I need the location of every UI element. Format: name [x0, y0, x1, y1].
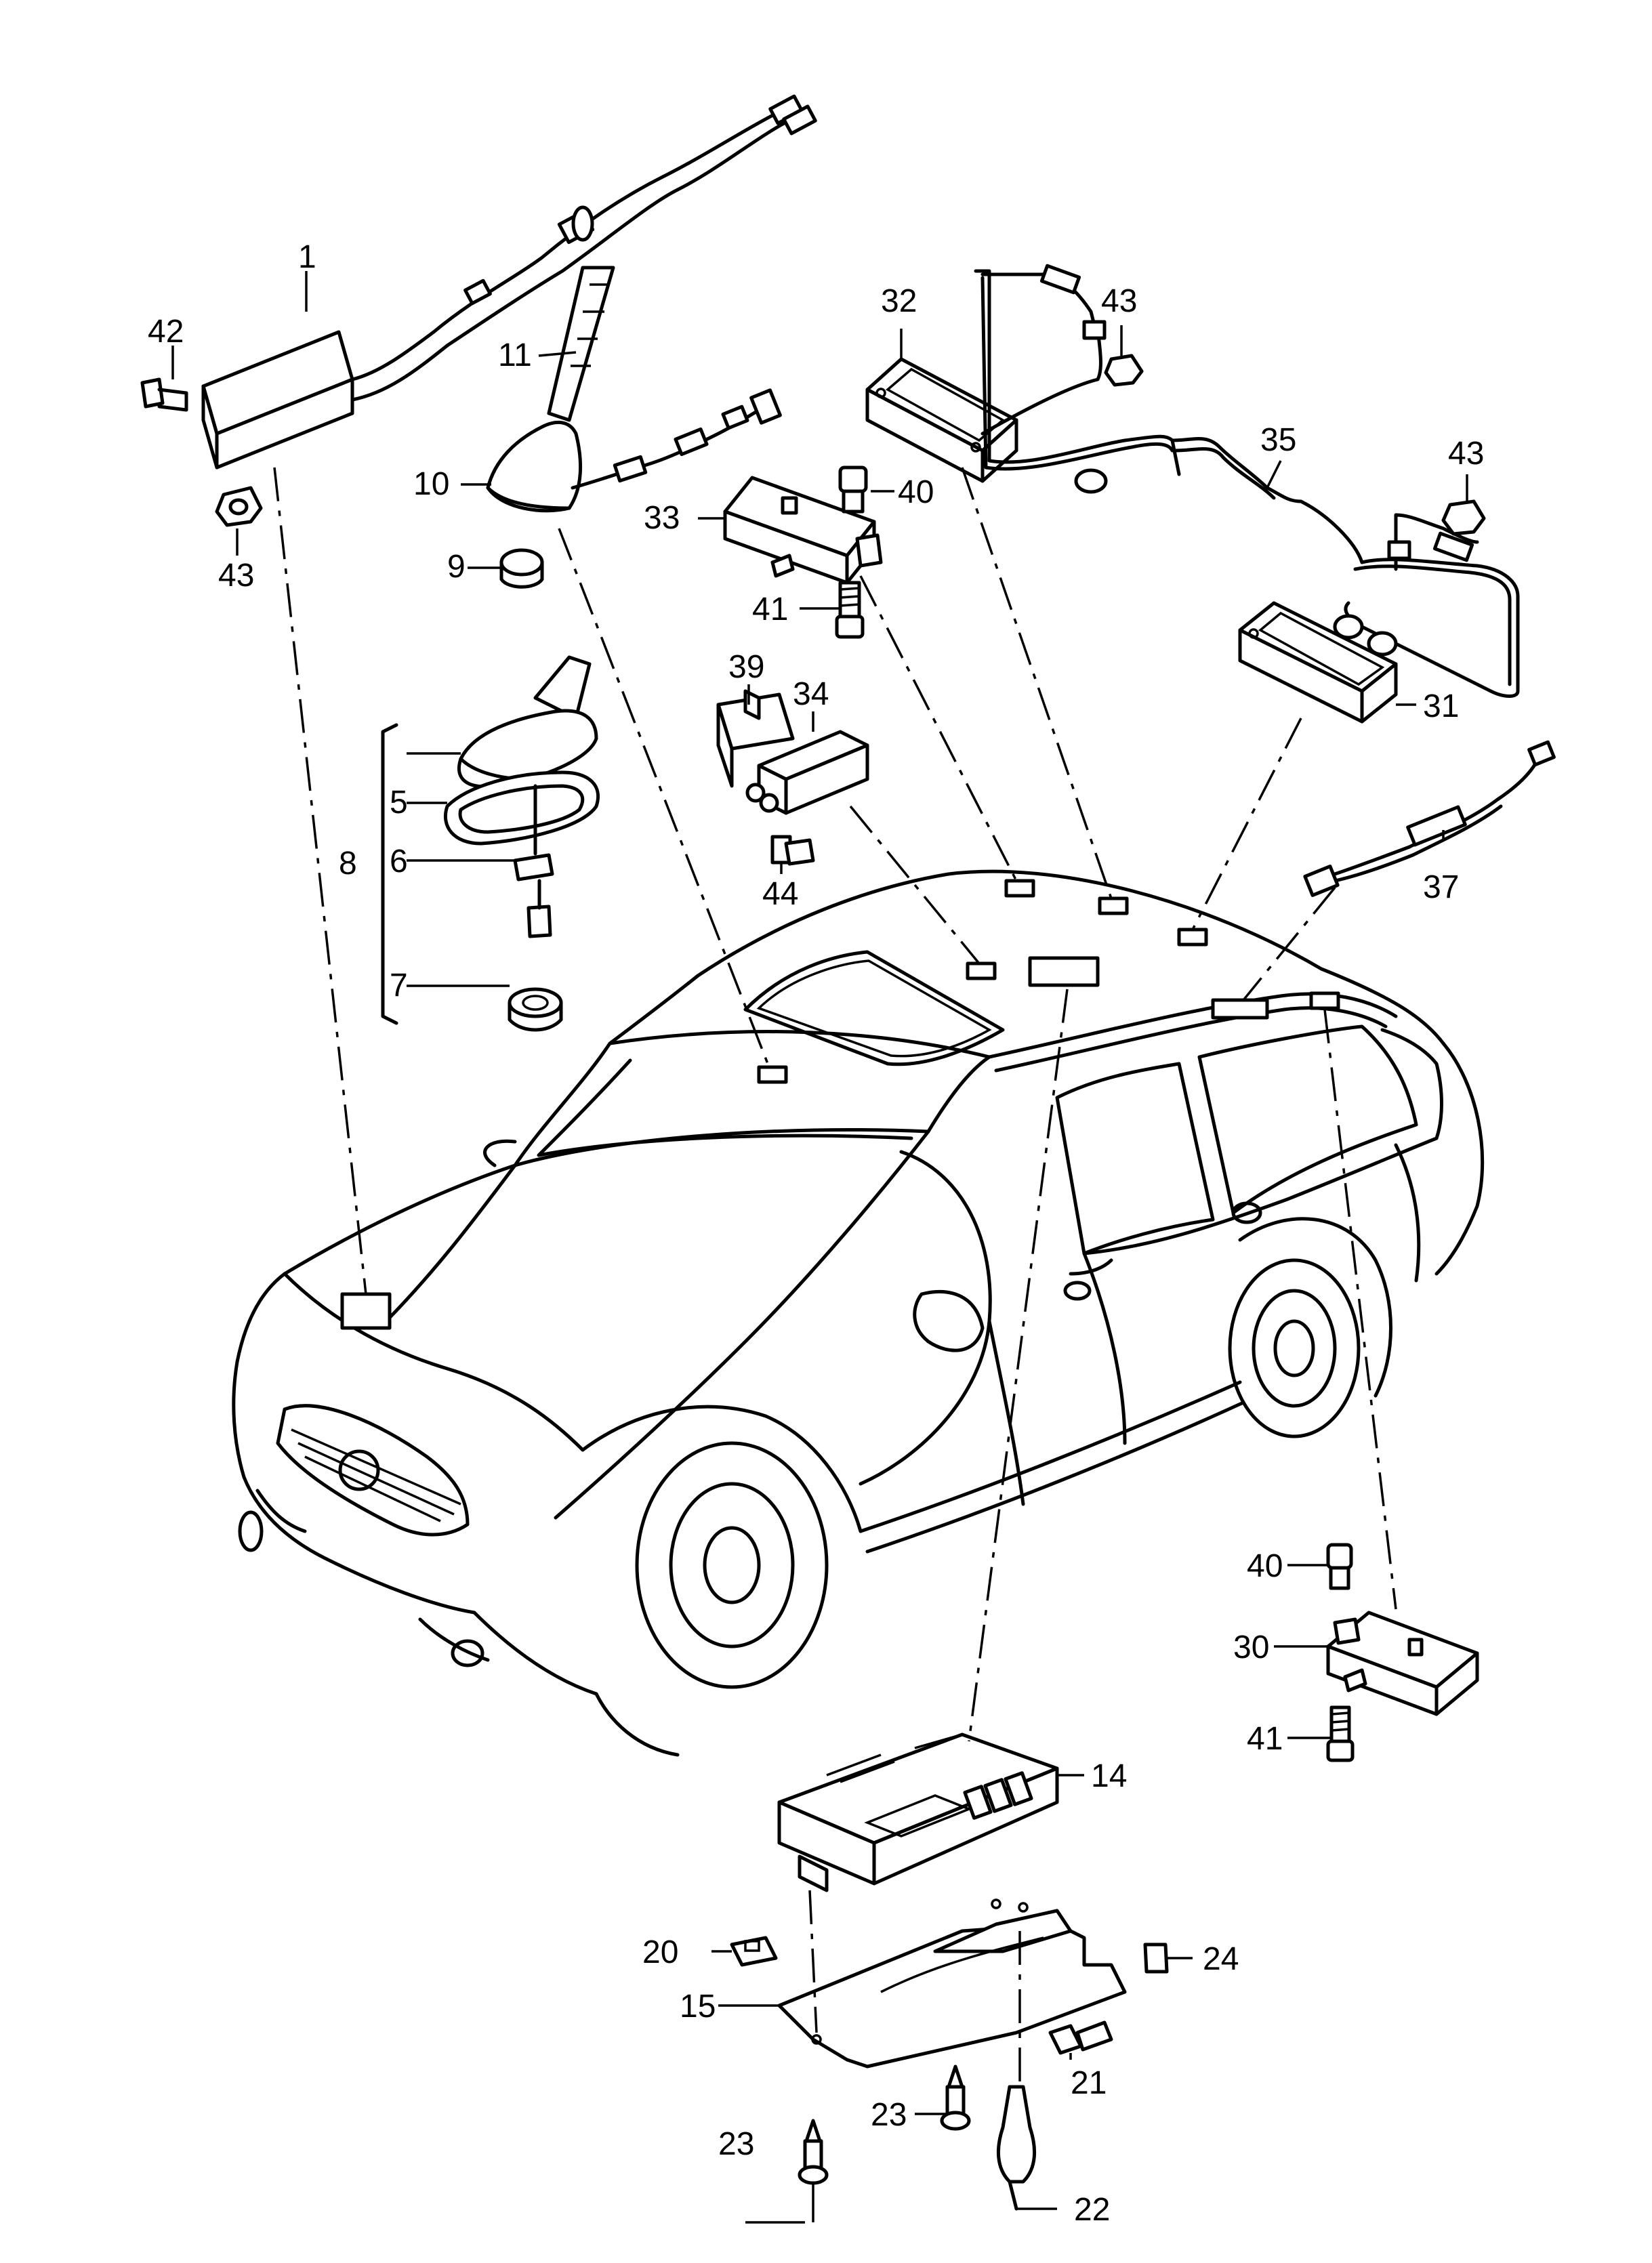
part-37-cable [1303, 740, 1556, 897]
part-41-bolt-top [835, 581, 865, 639]
label-7: 7 [390, 968, 408, 1003]
label-41-top: 41 [752, 591, 788, 627]
label-33: 33 [644, 500, 680, 536]
label-35: 35 [1260, 422, 1296, 458]
part-6-clip [513, 784, 554, 881]
bracket-8 [381, 723, 398, 1025]
label-40-right: 40 [1247, 1548, 1283, 1584]
label-42: 42 [148, 314, 184, 350]
part-20-clip [730, 1936, 778, 1967]
label-6: 6 [390, 844, 408, 879]
label-43-top: 43 [1101, 283, 1137, 319]
part-9-nut [499, 548, 544, 589]
part-40-bolt-top [838, 465, 868, 514]
part-7-nut [508, 879, 563, 1032]
label-30: 30 [1233, 1629, 1269, 1665]
label-21: 21 [1071, 2065, 1107, 2101]
part-41-bolt-right [1326, 1705, 1355, 1762]
part-33-amplifier [723, 476, 883, 585]
label-31: 31 [1423, 688, 1459, 724]
label-43-right: 43 [1448, 436, 1484, 472]
part-22-connector [996, 2085, 1037, 2211]
part-15-bracket [777, 1898, 1127, 2069]
label-24: 24 [1203, 1941, 1239, 1977]
label-44: 44 [762, 876, 798, 912]
part-23-screw-left [798, 2119, 829, 2185]
part-43-nut-left [215, 486, 263, 527]
part-35-cable [974, 264, 1520, 698]
part-42-screw [140, 377, 188, 412]
leader-lines [171, 271, 1468, 2224]
label-10: 10 [413, 466, 449, 502]
reference-lines [273, 467, 1397, 2087]
part-14-control-unit [777, 1732, 1059, 1892]
part-11-antenna-rod [547, 266, 615, 422]
part-24-nut [1143, 1943, 1169, 1974]
part-30-amplifier [1326, 1611, 1479, 1716]
part-8-antenna-assembly [457, 655, 598, 789]
label-40-top: 40 [898, 474, 934, 510]
label-37: 37 [1423, 869, 1459, 905]
part-23-screw-right [940, 2064, 971, 2131]
part-34-module [745, 730, 869, 815]
label-9: 9 [447, 549, 466, 585]
part-32-module [865, 357, 1018, 483]
part-5-seal [443, 770, 600, 846]
vehicle-outline [232, 869, 1485, 1757]
label-20: 20 [642, 1934, 678, 1970]
label-32: 32 [881, 283, 917, 319]
label-5: 5 [390, 785, 408, 821]
part-43-nut-top [1104, 354, 1144, 387]
label-14: 14 [1091, 1758, 1127, 1794]
part-31-module [1238, 601, 1398, 724]
label-23-left: 23 [718, 2126, 754, 2162]
label-39: 39 [728, 649, 764, 685]
label-34: 34 [793, 676, 829, 712]
label-1: 1 [298, 239, 316, 275]
label-8: 8 [339, 846, 357, 881]
part-44-screw [770, 835, 815, 866]
part-40-bolt-right [1326, 1543, 1353, 1590]
label-22: 22 [1074, 2192, 1110, 2228]
part-21-screw [1048, 2020, 1113, 2055]
callout-labels: 1 42 43 11 10 9 8 5 6 7 33 40 41 39 34 4… [148, 239, 1484, 2228]
part-10-antenna-base [486, 388, 782, 513]
label-23-right: 23 [871, 2097, 907, 2133]
part-43-nut-right [1441, 499, 1486, 536]
label-41-right: 41 [1247, 1721, 1283, 1757]
label-11: 11 [498, 337, 532, 373]
part-1-antenna-module [201, 94, 817, 470]
label-15: 15 [680, 1989, 716, 2025]
label-43-left: 43 [218, 558, 254, 594]
